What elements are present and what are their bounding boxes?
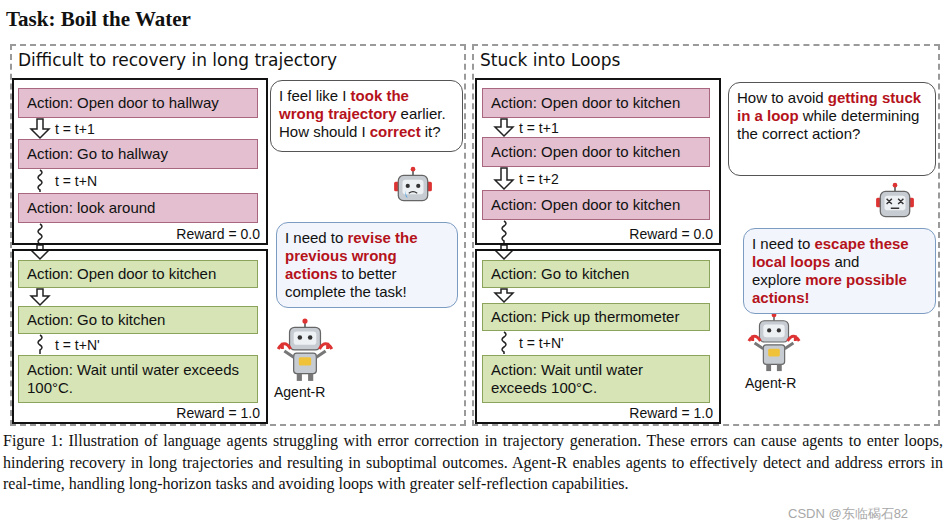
flow-connector	[38, 335, 42, 354]
watermark: CSDN @东临碣石82	[788, 505, 908, 523]
action-text: Action: Open door to kitchen	[491, 196, 680, 214]
agent-robot	[278, 319, 332, 381]
speech-text: How to avoid	[737, 89, 824, 106]
speech-bubble: How to avoidgetting stuck in a loopwhile…	[728, 82, 936, 176]
trajectory-group: Reward = 1.0 Action: Go to kitchenAction:…	[475, 249, 721, 424]
agent-label: Agent-R	[745, 375, 796, 391]
action-text: Action: look around	[27, 199, 155, 217]
failed-action-box: Action: Open door to kitchen	[482, 137, 710, 167]
bubble-text: I feel like Itook the wrong trajectoryea…	[279, 87, 454, 141]
panel-heading: Difficult to recovery in long trajectory	[18, 50, 337, 70]
bubble-text: How to avoidgetting stuck in a loopwhile…	[737, 89, 927, 143]
failed-action-box: Action: Open door to kitchen	[482, 88, 710, 118]
trajectory-group: Reward = 0.0 Action: Open door to kitchen…	[475, 78, 721, 245]
speech-text: I feel like I	[279, 87, 347, 104]
hollow-arrow	[31, 245, 49, 259]
squiggle-line	[38, 170, 42, 192]
crying-robot	[394, 167, 432, 201]
action-text: Action: Open door to kitchen	[491, 143, 680, 161]
action-text: Action: Open door to hallway	[27, 94, 219, 112]
time-step-label: t = t+N'	[53, 337, 102, 353]
reward-label: Reward = 1.0	[176, 405, 260, 421]
action-text: Action: Go to kitchen	[491, 265, 629, 283]
flow-connector	[31, 224, 49, 259]
reward-label: Reward = 0.0	[629, 226, 713, 242]
panel-heading: Stuck into Loops	[480, 50, 620, 70]
action-text: Action: Open door to kitchen	[27, 265, 216, 283]
trajectory-group: Reward = 0.0 Action: Open door to hallway…	[12, 78, 268, 245]
hollow-arrow	[31, 119, 49, 138]
speech-text: I need to	[285, 229, 343, 246]
bubble-text: I need torevise the previous wrong actio…	[285, 229, 449, 301]
speech-text: I need to	[752, 235, 810, 252]
flow-connector	[495, 119, 513, 136]
failed-action-box: Action: Open door to hallway	[18, 88, 258, 118]
speech-bubble: I feel like Itook the wrong trajectoryea…	[270, 80, 463, 152]
corrected-action-box: Action: Wait until water exceeds 100°C.	[482, 355, 710, 403]
squiggle-line	[502, 332, 506, 354]
scenario-panel: Stuck into LoopsReward = 0.0 Action: Open…	[472, 44, 940, 426]
squiggle-line	[38, 224, 42, 245]
flow-connector	[502, 332, 506, 354]
time-step-label: t = t+2	[517, 171, 561, 187]
corrected-action-box: Action: Pick up thermometer	[482, 303, 710, 331]
flow-connector	[495, 289, 513, 302]
corrected-action-box: Action: Open door to kitchen	[18, 260, 258, 288]
action-text: Action: Go to kitchen	[27, 311, 165, 329]
action-text: Action: Open door to kitchen	[491, 94, 680, 112]
reward-label: Reward = 1.0	[629, 405, 713, 421]
time-step-label: t = t+N'	[517, 335, 566, 351]
time-step-label: t = t+N	[53, 173, 99, 189]
corrected-action-box: Action: Go to kitchen	[18, 306, 258, 334]
flow-connector	[495, 168, 513, 189]
action-text: Action: Go to hallway	[27, 145, 168, 163]
failed-action-box: Action: Open door to kitchen	[482, 190, 710, 220]
flow-connector	[495, 221, 513, 259]
figure-caption: Figure 1: Illustration of language agent…	[3, 430, 943, 495]
speech-bubble: I need toescape these local loopsand exp…	[743, 228, 936, 314]
hollow-arrow	[495, 289, 513, 302]
agent-label: Agent-R	[274, 384, 325, 400]
speech-bubble: I need torevise the previous wrong actio…	[276, 222, 458, 308]
time-step-label: t = t+1	[53, 121, 97, 137]
failed-action-box: Action: Go to hallway	[18, 139, 258, 169]
reward-label: Reward = 0.0	[176, 226, 260, 242]
action-text: Action: Pick up thermometer	[491, 308, 679, 326]
hollow-arrow	[495, 245, 513, 259]
squiggle-line	[38, 335, 42, 354]
corrected-action-box: Action: Go to kitchen	[482, 260, 710, 288]
flow-connector	[31, 289, 49, 305]
hollow-arrow	[495, 119, 513, 136]
action-text: Action: Wait until water exceeds 100°C.	[27, 361, 249, 397]
trajectory-group: Reward = 1.0 Action: Open door to kitchen…	[12, 249, 268, 424]
corrected-action-box: Action: Wait until water exceeds 100°C.	[18, 355, 258, 403]
flow-connector	[31, 119, 49, 138]
time-step-label: t = t+1	[517, 120, 561, 136]
scenario-panel: Difficult to recovery in long trajectory…	[10, 44, 466, 426]
bubble-text: I need toescape these local loopsand exp…	[752, 235, 927, 307]
figure-title: Task: Boil the Water	[6, 7, 191, 32]
flow-connector	[38, 170, 42, 192]
hollow-arrow	[495, 168, 513, 189]
action-text: Action: Wait until water exceeds 100°C.	[491, 361, 701, 397]
agent-robot	[749, 312, 799, 371]
speech-text: it?	[425, 123, 441, 140]
squiggle-line	[502, 221, 506, 245]
dizzy-robot	[876, 183, 914, 217]
failed-action-box: Action: look around	[18, 193, 258, 223]
hollow-arrow	[31, 289, 49, 305]
speech-text: correct	[370, 123, 421, 140]
